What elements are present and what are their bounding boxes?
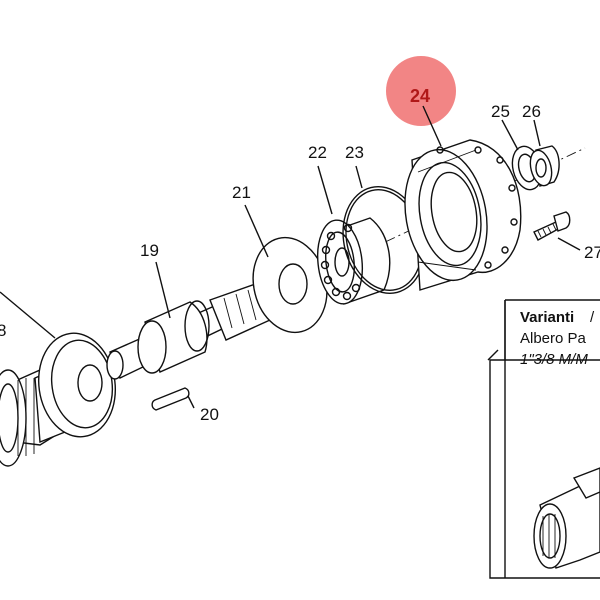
label-part-26: 26 bbox=[522, 102, 541, 121]
label-part-20: 20 bbox=[200, 405, 219, 424]
label-part-19: 19 bbox=[140, 241, 159, 260]
label-part-25: 25 bbox=[491, 102, 510, 121]
variants-title-separator: / bbox=[590, 309, 595, 326]
label-part-18: 8 bbox=[0, 321, 6, 340]
part-27-bolt bbox=[533, 211, 571, 241]
variants-callout bbox=[487, 299, 600, 579]
label-part-23: 23 bbox=[345, 143, 364, 162]
label-part-22: 22 bbox=[308, 143, 327, 162]
part-20-pin bbox=[151, 387, 195, 411]
label-part-21: 21 bbox=[232, 183, 251, 202]
variants-line-1: Albero Pa bbox=[520, 330, 587, 347]
label-part-24[interactable]: 24 bbox=[410, 86, 430, 106]
part-22-bearing bbox=[316, 217, 391, 305]
highlight-marker-24[interactable] bbox=[386, 56, 456, 126]
part-19-collar bbox=[137, 300, 210, 374]
variants-title: Varianti bbox=[520, 309, 574, 326]
part-flange-left bbox=[37, 332, 117, 438]
variant-part-sketch bbox=[533, 467, 600, 569]
part-26-nut bbox=[529, 145, 560, 187]
part-24-housing[interactable] bbox=[395, 139, 522, 291]
label-part-27: 27 bbox=[584, 243, 600, 262]
variants-line-2: 1"3/8 M/M bbox=[520, 351, 588, 368]
